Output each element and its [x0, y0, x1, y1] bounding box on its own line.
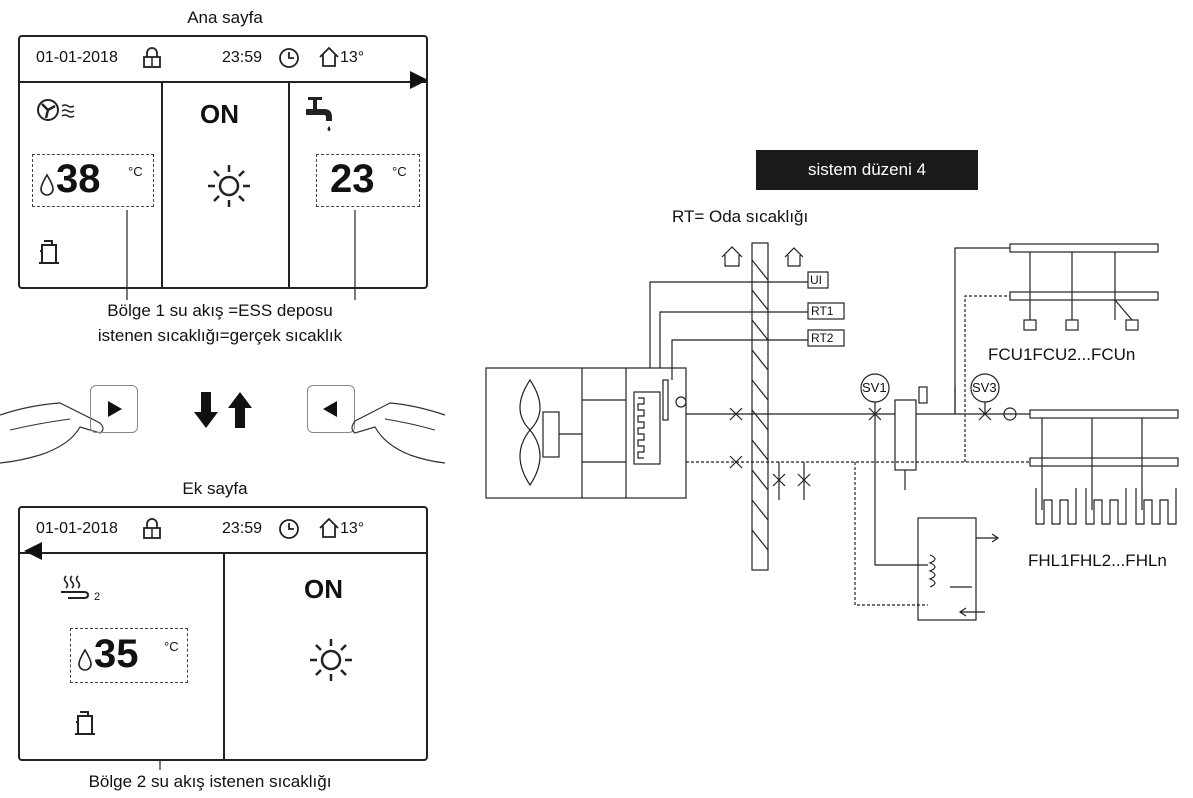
main-page-panel: 01-01-2018 23:59 13° 38 °C ON — [18, 35, 428, 289]
play-left-icon — [323, 401, 337, 417]
extra-page-header: 01-01-2018 23:59 13° — [20, 508, 426, 554]
arrow-up-icon — [228, 392, 252, 428]
zone2-temp-value: 35 — [94, 632, 139, 676]
zone2-subscript: 2 — [94, 591, 101, 603]
date-text: 01-01-2018 — [36, 520, 118, 537]
tank-icon — [39, 240, 59, 264]
fhl-label: FHL1FHL2...FHLn — [1028, 551, 1167, 570]
rt2-label: RT2 — [811, 331, 834, 345]
column-divider — [161, 81, 163, 287]
zone1-temp-value: 38 — [56, 157, 101, 201]
time-text: 23:59 — [222, 49, 263, 66]
column-divider — [288, 81, 290, 287]
sun-icon — [208, 165, 250, 207]
column-divider — [223, 552, 225, 759]
dhw-temp-unit: °C — [392, 164, 407, 179]
play-left-button[interactable] — [307, 385, 355, 433]
annotation-extra: Bölge 2 su akış istenen sıcaklığı — [88, 772, 332, 791]
lock-icon — [143, 518, 161, 539]
extra-page-caption: Ek sayfa — [182, 479, 248, 498]
rt1-label: RT1 — [811, 304, 834, 318]
main-page-caption: Ana sayfa — [187, 8, 263, 27]
zone2-temp-unit: °C — [164, 639, 179, 654]
arrow-down-icon — [194, 392, 218, 428]
ui-label: UI — [810, 273, 822, 287]
status-on-text: ON — [200, 99, 239, 129]
rt-legend: RT= Oda sıcaklığı — [672, 207, 809, 226]
drop-icon — [40, 173, 54, 196]
sun-icon — [310, 639, 352, 681]
zone2-temp-box[interactable] — [70, 628, 188, 683]
zone1-temp-unit: °C — [128, 164, 143, 179]
hand-right-graphic — [351, 402, 446, 464]
clock-icon — [279, 519, 299, 539]
dhw-temp-box[interactable] — [316, 154, 420, 207]
clock-icon — [279, 48, 299, 68]
extra-page-panel: 01-01-2018 23:59 13° 2 35 °C ON — [18, 506, 428, 761]
floor-heat-icon — [61, 575, 90, 599]
fcu-label: FCU1FCU2...FCUn — [988, 345, 1136, 364]
outdoor-temp-text: 13° — [340, 520, 365, 537]
tank-icon — [75, 711, 95, 735]
play-right-button[interactable] — [90, 385, 138, 433]
main-page-header: 01-01-2018 23:59 13° — [20, 37, 426, 83]
home-icon — [319, 517, 339, 538]
arrow-left-icon[interactable] — [24, 542, 44, 560]
annotation-main-line1: Bölge 1 su akış =ESS deposu — [107, 301, 333, 320]
home-icon — [319, 46, 339, 67]
zone1-temp-box[interactable] — [32, 154, 154, 207]
dhw-temp-value: 23 — [330, 157, 375, 201]
date-text: 01-01-2018 — [36, 49, 118, 66]
lock-icon — [143, 47, 161, 68]
outdoor-temp-text: 13° — [340, 49, 365, 66]
hand-left-graphic — [0, 402, 104, 464]
time-text: 23:59 — [222, 520, 263, 537]
drop-icon — [78, 648, 92, 671]
status-on-text: ON — [304, 574, 343, 604]
play-right-icon — [108, 401, 122, 417]
fan-heat-icon — [37, 99, 75, 121]
sv3-label: SV3 — [972, 380, 997, 395]
sv1-label: SV1 — [862, 380, 887, 395]
annotation-main-line2: istenen sıcaklığı=gerçek sıcaklık — [97, 326, 343, 345]
arrow-right-icon[interactable] — [410, 71, 430, 89]
faucet-icon — [306, 97, 332, 131]
diagram-title: sistem düzeni 4 — [756, 150, 978, 190]
